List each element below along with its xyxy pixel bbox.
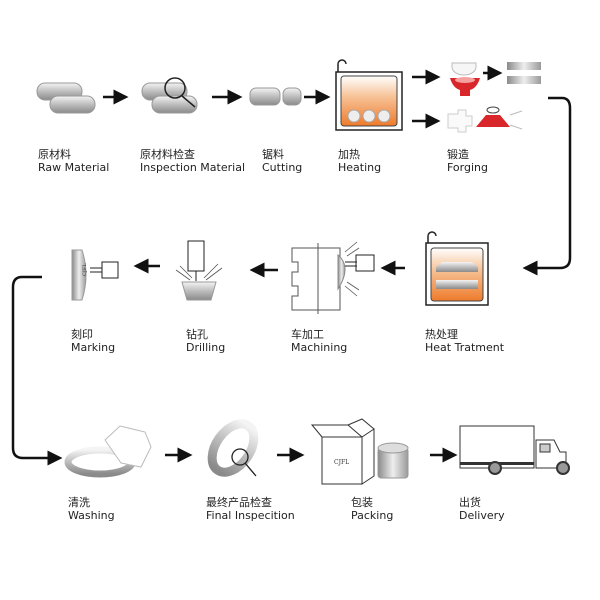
step-cn: 原材料 — [38, 148, 71, 161]
step-en: Forging — [447, 161, 488, 174]
step-cn: 锻造 — [447, 148, 469, 161]
step-en: Machining — [291, 341, 348, 354]
marking-icon: CJFL — [71, 249, 119, 301]
step-cn: 清洗 — [68, 496, 90, 509]
step-en: Marking — [71, 341, 116, 354]
step-cn: 出货 — [459, 496, 481, 509]
washing-icon — [64, 425, 152, 478]
step-cn: 锯料 — [262, 148, 284, 161]
step-cn: 车加工 — [291, 328, 324, 341]
step-cn: 刻印 — [71, 328, 93, 341]
step-cn: 钻孔 — [186, 328, 208, 341]
forging-icon — [447, 62, 541, 133]
step-cn: 加热 — [338, 148, 360, 161]
step-en: Cutting — [262, 161, 303, 174]
heating-furnace-icon — [335, 59, 403, 131]
step-cn: 原材料检查 — [140, 148, 195, 161]
step-en: Washing — [68, 509, 115, 522]
final-inspection-icon — [207, 419, 259, 477]
step-en: Inspection Material — [140, 161, 245, 174]
raw-material-icon — [36, 82, 96, 114]
step-en: Packing — [351, 509, 394, 522]
step-en: Raw Material — [38, 161, 110, 174]
step-en: Heat Tratment — [425, 341, 505, 354]
delivery-truck-icon — [459, 425, 570, 475]
heat-treatment-furnace-icon — [425, 231, 489, 306]
flange-stack-icon — [377, 442, 409, 479]
machining-icon — [291, 241, 375, 314]
drilling-icon — [175, 240, 223, 301]
step-cn: 热处理 — [425, 328, 458, 341]
cutting-icon — [249, 87, 302, 106]
packing-box-icon: CJFL — [310, 418, 409, 485]
connector-row2-to-row3 — [11, 275, 63, 466]
step-cn: 包装 — [351, 496, 373, 509]
step-en: Heating — [338, 161, 382, 174]
stamp-text: CJFL — [82, 263, 88, 276]
step-en: Drilling — [186, 341, 226, 354]
step-cn: 最终产品检查 — [206, 496, 272, 509]
box-stamp-text: CJFL — [334, 459, 349, 466]
inspection-magnifier-icon — [141, 77, 198, 114]
step-en: Delivery — [459, 509, 505, 522]
step-en: Final Inspecition — [206, 509, 295, 522]
flow-arrows — [103, 65, 503, 463]
connector-row1-to-row2 — [522, 96, 572, 276]
